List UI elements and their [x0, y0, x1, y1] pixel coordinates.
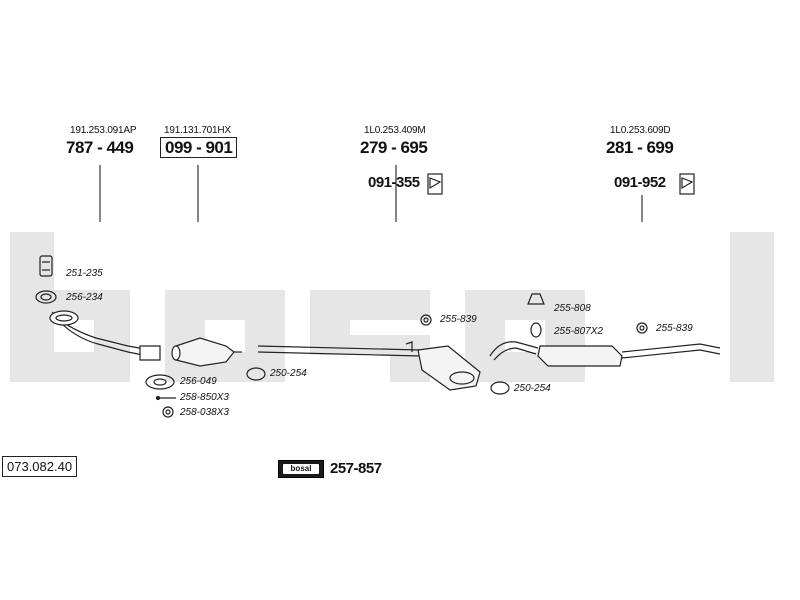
tail-pipe [621, 343, 721, 353]
part-number-mid: 279 - 695 [360, 138, 428, 157]
callout-256-049: 256-049 [180, 376, 217, 387]
callout-258-850: 258-850X3 [180, 392, 229, 403]
bosal-logo-text: bosal [283, 464, 319, 474]
oe-ref-left2: 191.131.701HX [164, 125, 231, 136]
middle-pipe [257, 345, 421, 351]
catalytic-converter [175, 337, 235, 367]
mount-number-right: 091-952 [614, 174, 666, 191]
oe-ref-left: 191.253.091AP [70, 125, 137, 136]
callout-255-839-b: 255-839 [656, 323, 693, 334]
callout-256-234: 256-234 [66, 292, 103, 303]
part-number-left2: 099 - 901 [160, 137, 238, 158]
callout-255-808: 255-808 [554, 303, 591, 314]
catalog-number: 073.082.40 [2, 456, 78, 477]
callout-255-839-a: 255-839 [440, 314, 477, 325]
part-number-right: 281 - 699 [606, 138, 674, 157]
callout-250-254-b: 250-254 [514, 383, 551, 394]
bosal-logo: bosal [278, 460, 324, 478]
rear-silencer [537, 345, 623, 367]
kit-number: 257-857 [330, 460, 382, 477]
oe-ref-right: 1L0.253.609D [610, 125, 671, 136]
oe-ref-mid: 1L0.253.409M [364, 125, 426, 136]
mount-number-mid: 091-355 [368, 174, 420, 191]
callout-250-254-a: 250-254 [270, 368, 307, 379]
part-number-left: 787 - 449 [66, 138, 134, 157]
rear-pipe [489, 341, 539, 357]
callout-255-807: 255-807X2 [554, 326, 603, 337]
callout-258-038: 258-038X3 [180, 407, 229, 418]
middle-silencer [417, 345, 481, 391]
callout-251-235: 251-235 [66, 268, 103, 279]
